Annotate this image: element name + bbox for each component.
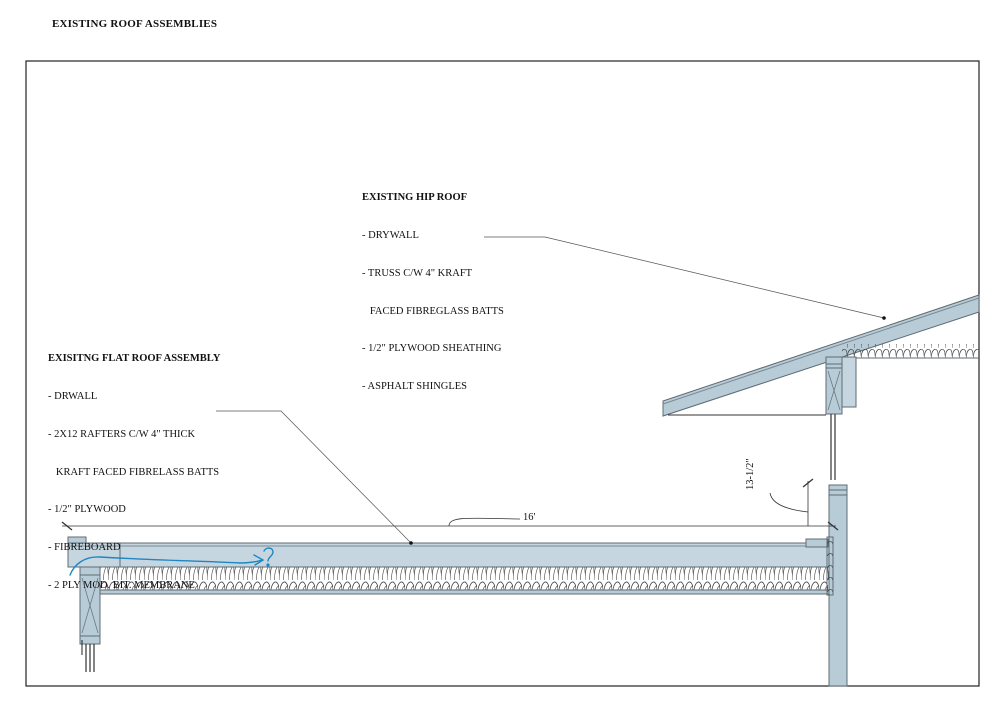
flat-roof-layer: - DRWALL (48, 390, 98, 402)
hip-roof-layer: - DRYWALL (362, 229, 419, 241)
flat-roof-assembly (67, 536, 830, 595)
hip-rafter (662, 294, 980, 417)
hip-roof-layer: - TRUSS C/W 4" KRAFT (362, 267, 473, 279)
hip-roof-layer: FACED FIBREGLASS BATTS (362, 305, 504, 317)
flat-roof-layer: - FIBREBOARD (48, 542, 121, 554)
left-exterior-wall (79, 566, 101, 672)
flat-roof-layer: - 2X12 RAFTERS C/W 4" THICK (48, 428, 196, 440)
flat-roof-layer: - 2 PLY MOD. BIT. MEMBRANE (48, 579, 195, 591)
hip-roof-layer: - ASPHALT SHINGLES (362, 381, 468, 393)
span-dimension-leader (448, 517, 521, 527)
span-dimension-label: 16' (523, 512, 536, 523)
height-dimension-label: 13-1/2" (745, 458, 756, 490)
flat-roof-leader (216, 410, 412, 544)
hip-sheathing-line (662, 297, 980, 405)
hip-ceiling-insulation (842, 344, 979, 358)
note-leaders (216, 236, 886, 545)
end-blocking (805, 538, 829, 548)
flat-roof-note: EXISITNG FLAT ROOF ASSEMBLY - DRWALL - 2… (48, 328, 220, 605)
hip-roof-leader (484, 236, 885, 319)
hip-wall-stud (825, 356, 843, 415)
drawing-frame (25, 60, 980, 687)
height-dimension-leader (769, 492, 809, 513)
flat-roof-heading: EXISITNG FLAT ROOF ASSEMBLY (48, 353, 221, 365)
flat-roof-layer: - 1/2" PLYWOOD (48, 504, 126, 516)
flat-roof-layer: KRAFT FACED FIBRELASS BATTS (48, 466, 220, 478)
hip-roof-layer: - 1/2" PLYWOOD SHEATHING (362, 343, 502, 355)
hip-ceiling-joist-end (841, 356, 857, 408)
right-exterior-wall (826, 484, 848, 687)
hip-roof-note: EXISTING HIP ROOF - DRYWALL - TRUSS C/W … (362, 167, 504, 406)
page-title: EXISTING ROOF ASSEMBLIES (52, 18, 218, 30)
hip-roof-heading: EXISTING HIP ROOF (362, 192, 468, 204)
dimension-lines (61, 478, 839, 531)
hip-roof-assembly (662, 294, 980, 480)
question-mark-sketch-icon (69, 547, 274, 576)
